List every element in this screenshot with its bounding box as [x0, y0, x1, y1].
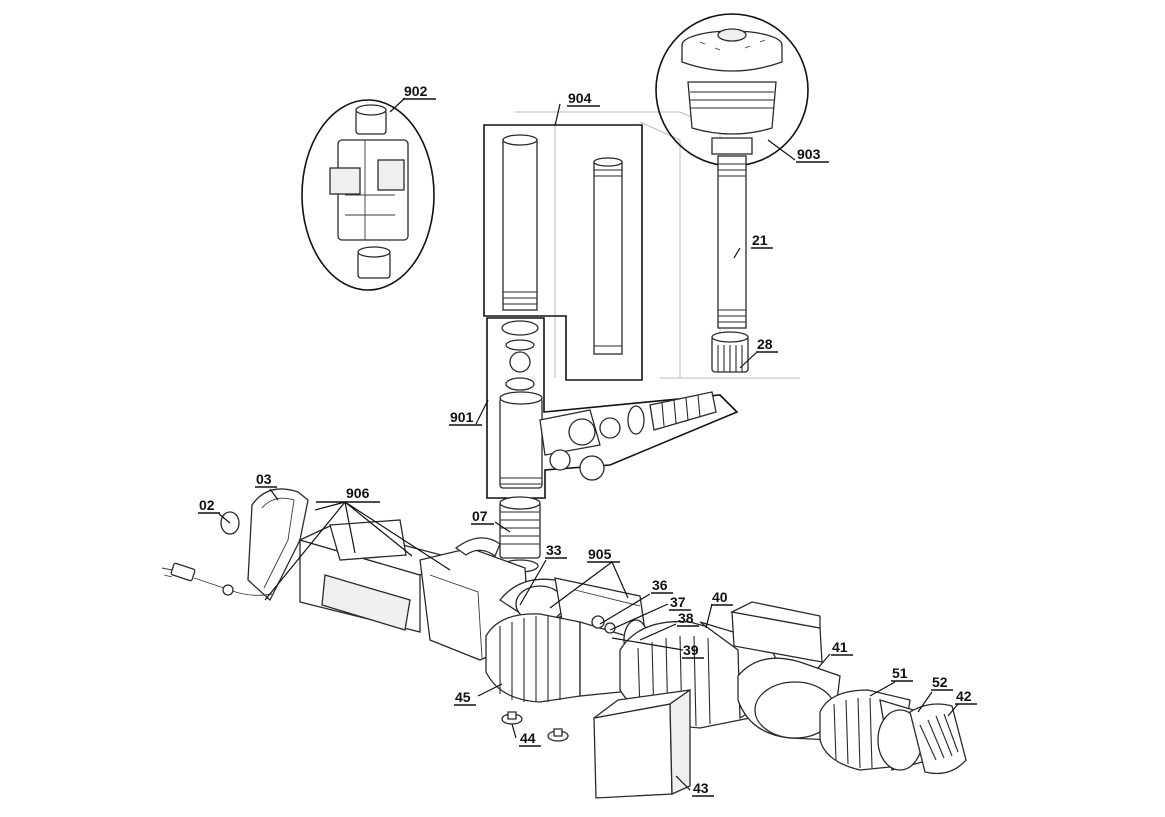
label-51: 51: [892, 665, 908, 681]
label-52: 52: [932, 674, 948, 690]
leader-lines: [218, 97, 959, 791]
label-42: 42: [956, 688, 972, 704]
label-37: 37: [670, 594, 686, 610]
part-28-threaded-nut: [711, 331, 749, 373]
label-41: 41: [832, 639, 848, 655]
label-901: 901: [450, 409, 474, 425]
label-905: 905: [588, 546, 612, 562]
label-33: 33: [546, 542, 562, 558]
part-44-suction-feet: [501, 711, 569, 742]
part-33-impeller-cover: [499, 578, 576, 627]
label-45: 45: [455, 689, 471, 705]
part-21-riser-tube: [717, 155, 747, 329]
part-904-extension-tubes: [483, 124, 643, 381]
part-42-end-cap: [909, 703, 967, 775]
part-07-coupling: [499, 496, 541, 573]
label-03: 03: [256, 471, 272, 487]
part-906-pump-housing: [298, 519, 531, 661]
part-03-front-cover: [247, 488, 309, 602]
part-labels: 902 904 903 21 28 901 07 02 03 906 33 90…: [198, 83, 977, 797]
label-903: 903: [797, 146, 821, 162]
label-21: 21: [752, 232, 768, 248]
label-43: 43: [693, 780, 709, 796]
power-cord-plug: [161, 562, 273, 596]
label-02: 02: [199, 497, 215, 513]
label-40: 40: [712, 589, 728, 605]
label-28: 28: [757, 336, 773, 352]
part-902-valve-detail: [301, 99, 435, 291]
label-36: 36: [652, 577, 668, 593]
label-39: 39: [683, 642, 699, 658]
part-903-fountain-head: [655, 13, 809, 167]
label-906: 906: [346, 485, 370, 501]
part-41-filter-block: [729, 601, 841, 741]
label-38: 38: [678, 610, 694, 626]
label-07: 07: [472, 508, 488, 524]
label-902: 902: [404, 83, 428, 99]
label-904: 904: [568, 90, 592, 106]
part-901-t-valve-assembly: [486, 317, 739, 499]
part-43-cube-block: [593, 688, 691, 799]
label-44: 44: [520, 730, 536, 746]
